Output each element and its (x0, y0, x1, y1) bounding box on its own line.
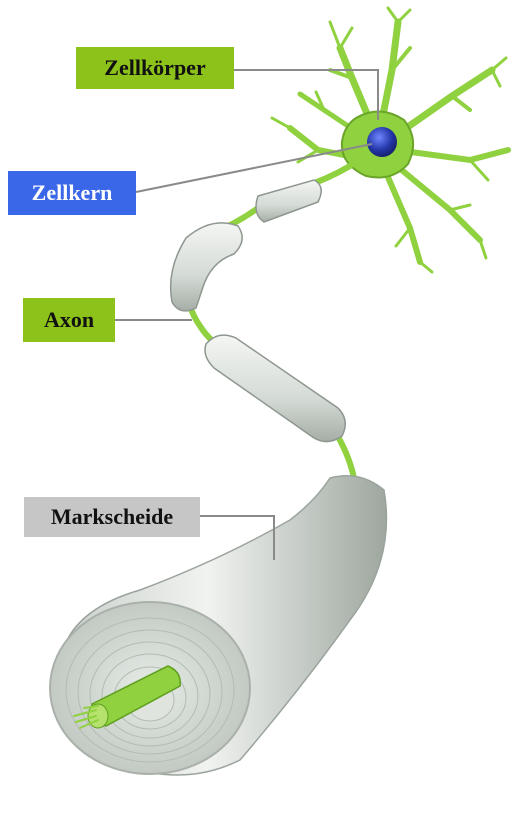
myelin-segments (171, 180, 346, 442)
label-nucleus: Zellkern (8, 171, 136, 215)
label-axon: Axon (23, 298, 115, 342)
label-cell-body: Zellkörper (76, 47, 234, 89)
nucleus-dot (367, 127, 397, 157)
label-myelin-sheath: Markscheide (24, 497, 200, 537)
